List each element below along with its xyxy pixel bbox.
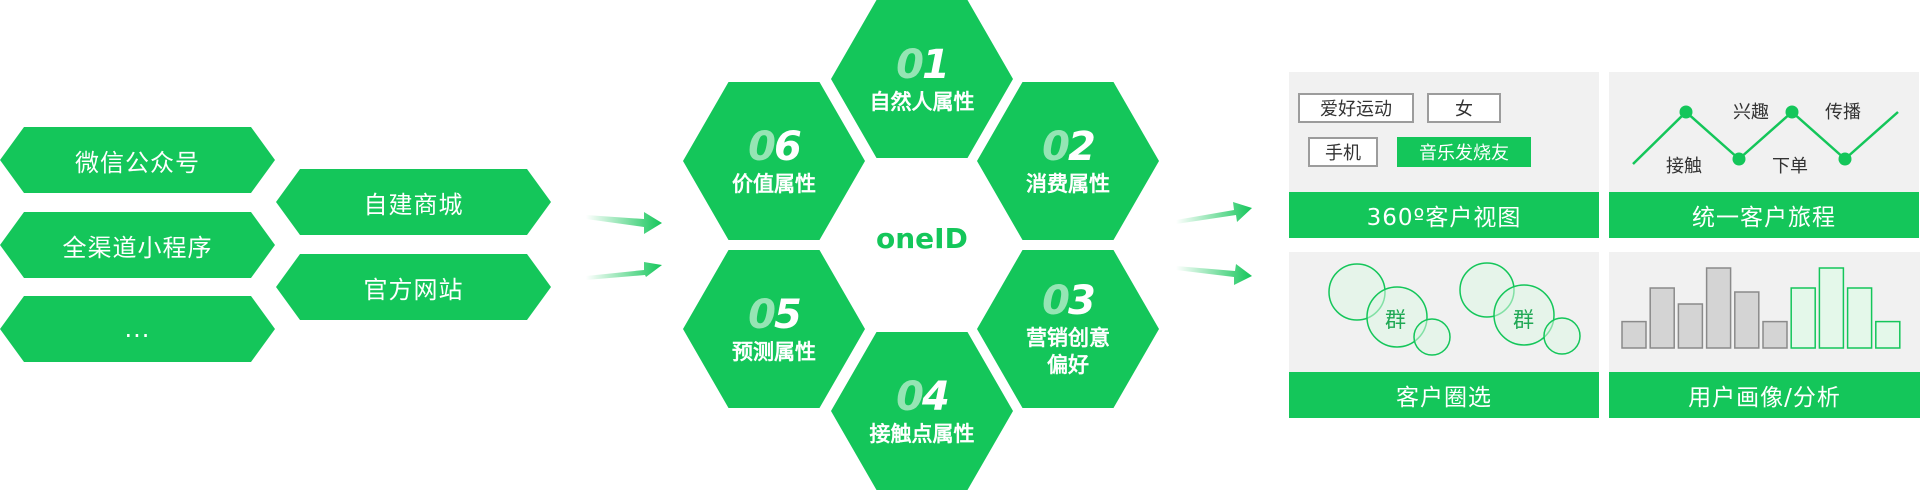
portrait-bar (1705, 267, 1732, 349)
panel-user-portrait-analysis: 用户画像/分析 (1609, 252, 1920, 418)
journey-label: 下单 (1772, 156, 1808, 177)
hex-natural-person-attributes: 01 自然人属性 (831, 0, 1013, 158)
panel-caption: 360º客户视图 (1289, 192, 1599, 238)
hex-label: 接触点属性 (869, 421, 975, 446)
hex-number: 03 (1042, 278, 1096, 324)
source-wechat-official: 微信公众号 (0, 127, 275, 193)
portrait-bar (1677, 303, 1704, 349)
group-label: 群 (1385, 308, 1406, 332)
hex-label: 价值属性 (732, 171, 816, 196)
hex-label: 自然人属性 (869, 89, 975, 114)
portrait-bar (1846, 287, 1873, 349)
hex-label: 预测属性 (732, 339, 816, 364)
hex-label: 消费属性 (1026, 171, 1110, 196)
journey-label: 接触 (1666, 156, 1702, 177)
panel-unified-customer-journey: 兴趣 传播 接触 下单 统一客户旅程 (1609, 72, 1919, 238)
panel-360-customer-view: 爱好运动 女 手机 音乐发烧友 360º客户视图 (1289, 72, 1599, 238)
source-label: 全渠道小程序 (62, 233, 213, 262)
hex-marketing-creative-preference: 03 营销创意 偏好 (977, 250, 1159, 408)
portrait-bar (1875, 320, 1901, 349)
portrait-bar (1762, 320, 1788, 349)
hex-number: 02 (1042, 123, 1096, 170)
source-official-site: 官方网站 (276, 254, 551, 320)
portrait-bar (1818, 267, 1845, 349)
source-label: 微信公众号 (75, 148, 200, 177)
arrow-right-icon (586, 262, 662, 280)
arrow-right-icon (1176, 202, 1252, 224)
journey-label: 传播 (1825, 102, 1861, 123)
hex-number: 04 (896, 373, 950, 420)
journey-node (1732, 152, 1746, 166)
portrait-bar-chart (1621, 267, 1901, 349)
arrow-right-icon (1176, 264, 1252, 285)
portrait-bar (1649, 287, 1675, 349)
arrow-right-icon (586, 212, 662, 234)
profile-tag: 爱好运动 (1298, 93, 1414, 123)
panel-caption: 统一客户旅程 (1609, 192, 1919, 238)
panel-customer-circle-selection: 群 群 客户圈选 (1289, 252, 1599, 418)
source-own-mall: 自建商城 (276, 169, 551, 235)
hex-prediction-attributes: 05 预测属性 (683, 250, 865, 408)
source-label: 自建商城 (363, 190, 464, 219)
source-label: 官方网站 (363, 275, 464, 304)
journey-node (1838, 152, 1852, 166)
group-bubbles-illustration (1328, 262, 1581, 356)
journey-node (1679, 105, 1693, 119)
portrait-bar (1621, 320, 1647, 349)
profile-tag: 手机 (1308, 137, 1378, 167)
journey-line-chart (1632, 105, 1899, 166)
source-mini-program: 全渠道小程序 (0, 212, 275, 278)
source-more: ... (0, 296, 275, 362)
hex-consumption-attributes: 02 消费属性 (977, 82, 1159, 240)
oneid-center-label: oneID (876, 222, 968, 255)
source-label: ... (124, 315, 151, 343)
portrait-bar (1790, 287, 1816, 349)
journey-node (1785, 105, 1799, 119)
profile-tag: 女 (1427, 93, 1501, 123)
profile-tag-highlighted: 音乐发烧友 (1397, 137, 1531, 167)
portrait-bar (1734, 291, 1760, 349)
hex-number: 01 (896, 41, 950, 88)
panel-caption: 用户画像/分析 (1609, 372, 1920, 418)
hex-touchpoint-attributes: 04 接触点属性 (831, 332, 1013, 490)
hex-label: 营销创意 偏好 (1026, 326, 1110, 377)
hex-number: 05 (748, 291, 802, 338)
hex-value-attributes: 06 价值属性 (683, 82, 865, 240)
hex-number: 06 (748, 123, 802, 170)
panel-caption: 客户圈选 (1289, 372, 1599, 418)
group-label: 群 (1513, 308, 1534, 332)
journey-label: 兴趣 (1733, 102, 1769, 123)
